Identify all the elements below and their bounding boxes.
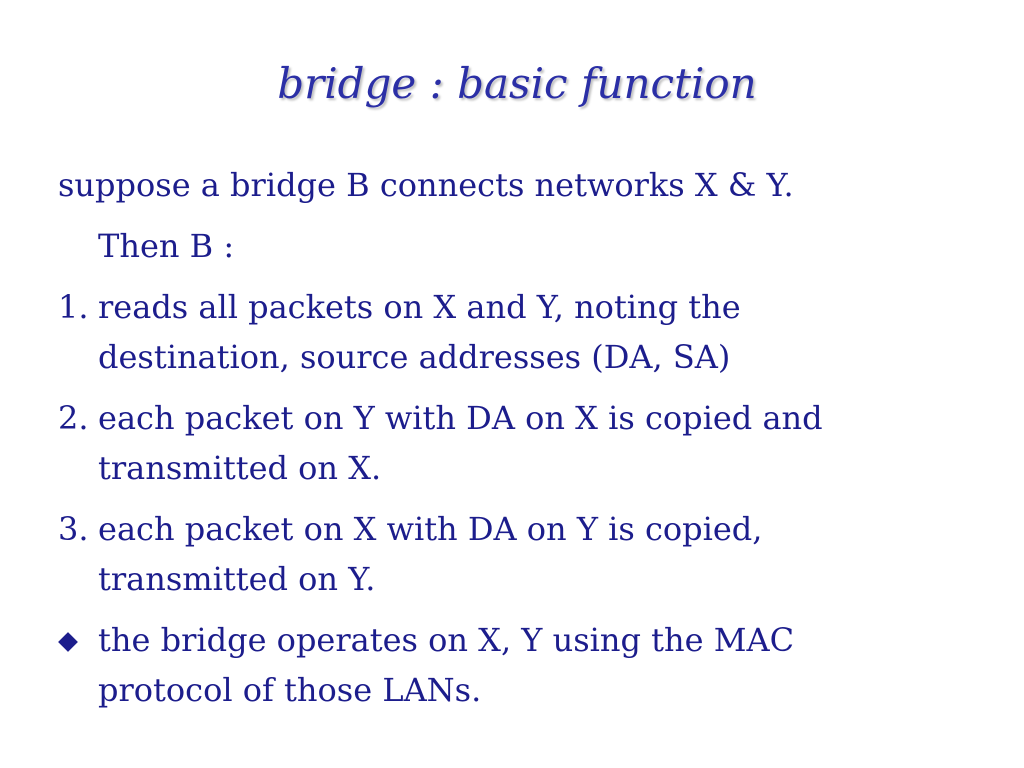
list-item-1: 1. reads all packets on X and Y, noting … <box>58 282 958 382</box>
bullet-text-line: protocol of those LANs. <box>98 671 482 709</box>
list-number: 2. <box>58 399 89 437</box>
intro-line-2: Then B : <box>98 227 235 265</box>
list-number: 1. <box>58 288 89 326</box>
list-item-text-line: transmitted on X. <box>98 449 382 487</box>
list-item-2: 2. each packet on Y with DA on X is copi… <box>58 393 958 493</box>
intro-line-1: suppose a bridge B connects networks X &… <box>58 166 794 204</box>
bullet-text-line: the bridge operates on X, Y using the MA… <box>98 621 795 659</box>
list-item-text-line: reads all packets on X and Y, noting the <box>98 288 741 326</box>
intro-continuation: Then B : <box>58 221 958 271</box>
bullet-item: the bridge operates on X, Y using the MA… <box>58 615 958 715</box>
slide-title: bridge : basic function <box>277 59 757 108</box>
diamond-bullet-icon <box>58 632 78 652</box>
slide-body: suppose a bridge B connects networks X &… <box>58 160 958 715</box>
list-item-text-line: each packet on Y with DA on X is copied … <box>98 399 823 437</box>
list-item-text-line: destination, source addresses (DA, SA) <box>98 338 731 376</box>
list-number: 3. <box>58 510 89 548</box>
list-item-text-line: transmitted on Y. <box>98 560 376 598</box>
list-item-text-line: each packet on X with DA on Y is copied, <box>98 510 763 548</box>
list-item-3: 3. each packet on X with DA on Y is copi… <box>58 504 958 604</box>
